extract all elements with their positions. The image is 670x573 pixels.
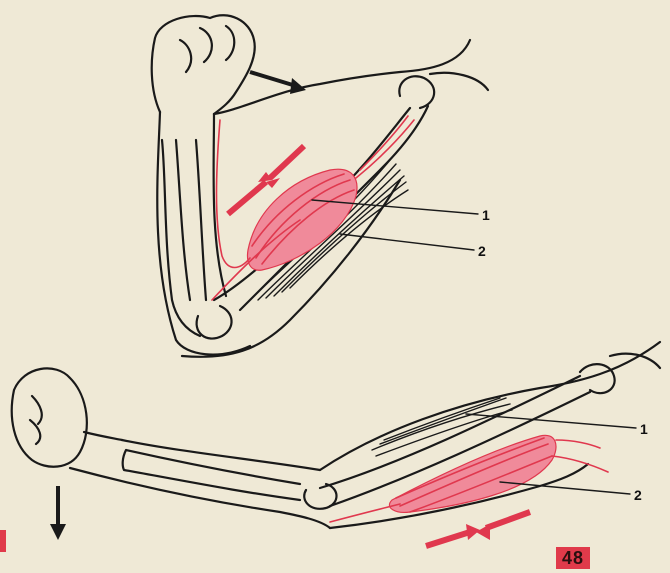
bottom-leader-1 <box>466 414 636 428</box>
bottom-forearm-bones <box>123 450 300 500</box>
top-fist <box>152 15 255 114</box>
flexed-arm-illustration: 1 2 <box>152 15 490 357</box>
top-elbow-joint <box>197 306 232 339</box>
bottom-triceps-muscle <box>372 398 512 456</box>
bottom-motion-arrow <box>50 486 66 540</box>
bottom-stretch-arrows <box>426 512 530 546</box>
bottom-shoulder-joint <box>580 354 660 394</box>
extended-arm-illustration: 1 2 <box>12 342 660 546</box>
top-label-2: 2 <box>478 243 486 259</box>
top-leader-2 <box>340 234 474 250</box>
bottom-label-2: 2 <box>634 487 642 503</box>
bottom-fist <box>12 368 122 466</box>
page-number-badge: 48 <box>556 547 590 569</box>
top-biceps-muscle <box>212 116 414 300</box>
edge-color-mark <box>0 530 6 552</box>
top-motion-arrow <box>250 72 306 94</box>
bottom-label-1: 1 <box>640 421 648 437</box>
top-label-1: 1 <box>482 207 490 223</box>
bottom-upper-arm <box>320 342 660 528</box>
top-shoulder-joint <box>399 73 488 108</box>
top-forearm-bones <box>157 112 250 355</box>
